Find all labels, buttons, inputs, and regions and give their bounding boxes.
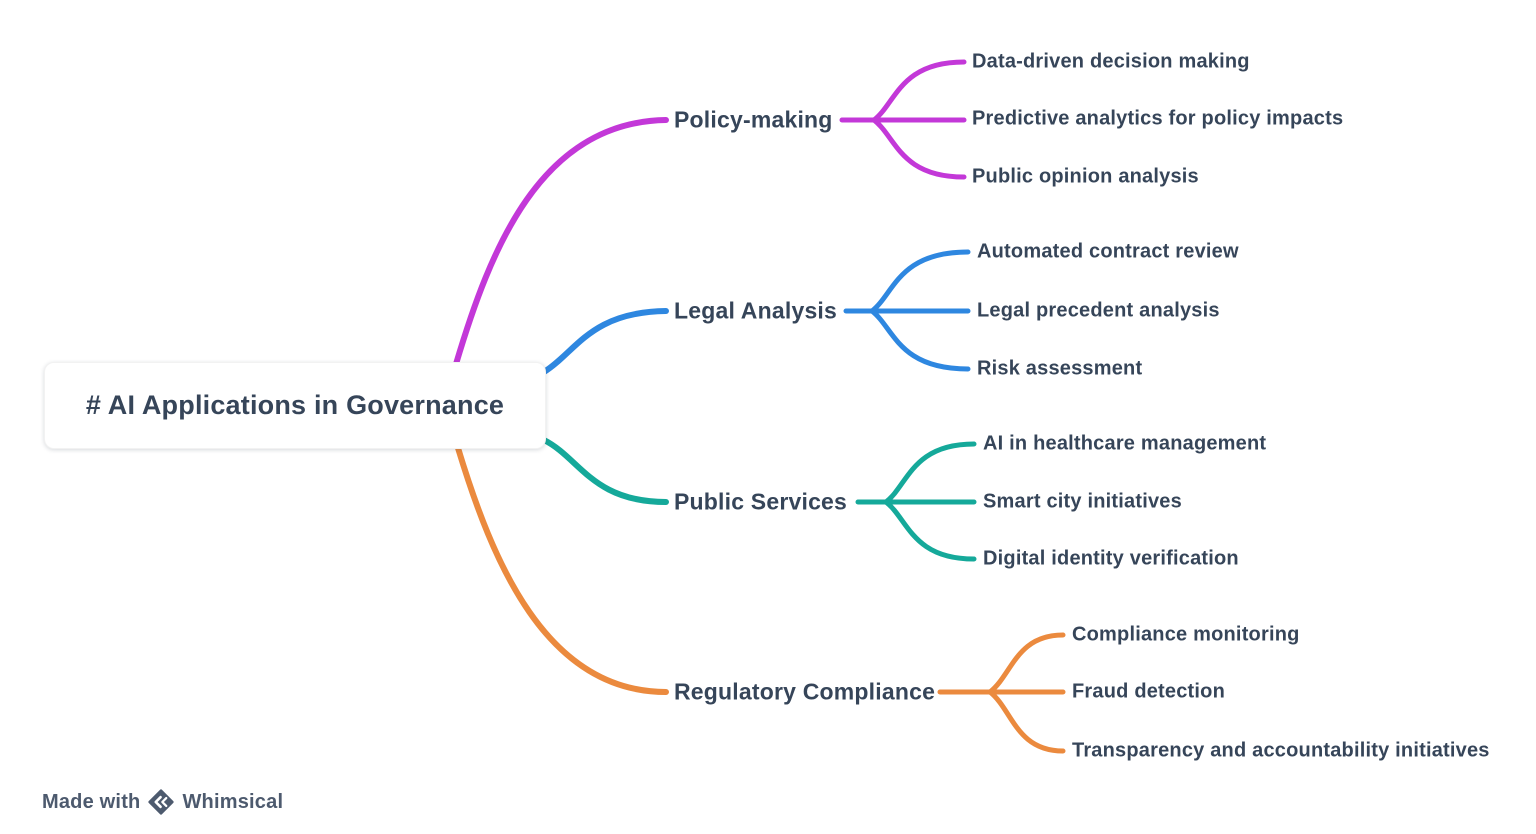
leaf-node-automated-contract-review[interactable]: Automated contract review [977, 240, 1239, 263]
leaf-node-ai-in-healthcare-management[interactable]: AI in healthcare management [983, 432, 1267, 455]
connector-root-to-public-services [541, 437, 669, 505]
connector-root-to-policy-making [453, 117, 669, 367]
branch-node-public-services[interactable]: Public Services [674, 488, 848, 515]
connector-legal-analysis-child-top [869, 249, 971, 314]
leaf-node-public-opinion-analysis[interactable]: Public opinion analysis [972, 165, 1199, 188]
branch-node-legal-analysis[interactable]: Legal Analysis [674, 297, 838, 324]
connector-regulatory-compliance-child-bottom [987, 689, 1066, 754]
connector-legal-analysis-child-bottom [869, 308, 971, 372]
connector-public-services-child-top [883, 441, 977, 505]
whimsical-diamond-icon [147, 788, 175, 816]
connector-root-to-legal-analysis [541, 308, 669, 375]
watermark-brand-text: Whimsical [182, 790, 284, 813]
branch-node-regulatory-compliance[interactable]: Regulatory Compliance [674, 678, 936, 705]
connector-regulatory-compliance-child-top [987, 632, 1066, 695]
leaf-node-digital-identity-verification[interactable]: Digital identity verification [983, 547, 1239, 570]
leaf-node-data-driven-decision-making[interactable]: Data-driven decision making [972, 50, 1250, 73]
leaf-node-compliance-monitoring[interactable]: Compliance monitoring [1072, 623, 1300, 646]
root-node-label: # AI Applications in Governance [85, 390, 505, 420]
leaf-node-risk-assessment[interactable]: Risk assessment [977, 357, 1143, 380]
leaf-node-smart-city-initiatives[interactable]: Smart city initiatives [983, 490, 1182, 513]
whimsical-watermark[interactable]: Made with Whimsical [42, 787, 283, 817]
leaf-node-transparency-accountability[interactable]: Transparency and accountability initiati… [1072, 739, 1490, 762]
branch-node-policy-making[interactable]: Policy-making [674, 106, 833, 133]
leaf-node-predictive-analytics[interactable]: Predictive analytics for policy impacts [972, 107, 1344, 130]
root-node[interactable]: # AI Applications in Governance [44, 362, 546, 449]
watermark-made-with-text: Made with [42, 790, 141, 813]
leaf-node-legal-precedent-analysis[interactable]: Legal precedent analysis [977, 299, 1220, 322]
connector-policy-making-child-bottom [871, 117, 967, 180]
connector-policy-making-child-top [871, 59, 967, 123]
connector-public-services-child-bottom [883, 499, 977, 562]
leaf-node-fraud-detection[interactable]: Fraud detection [1072, 680, 1226, 703]
connector-root-to-regulatory-compliance [455, 445, 669, 695]
